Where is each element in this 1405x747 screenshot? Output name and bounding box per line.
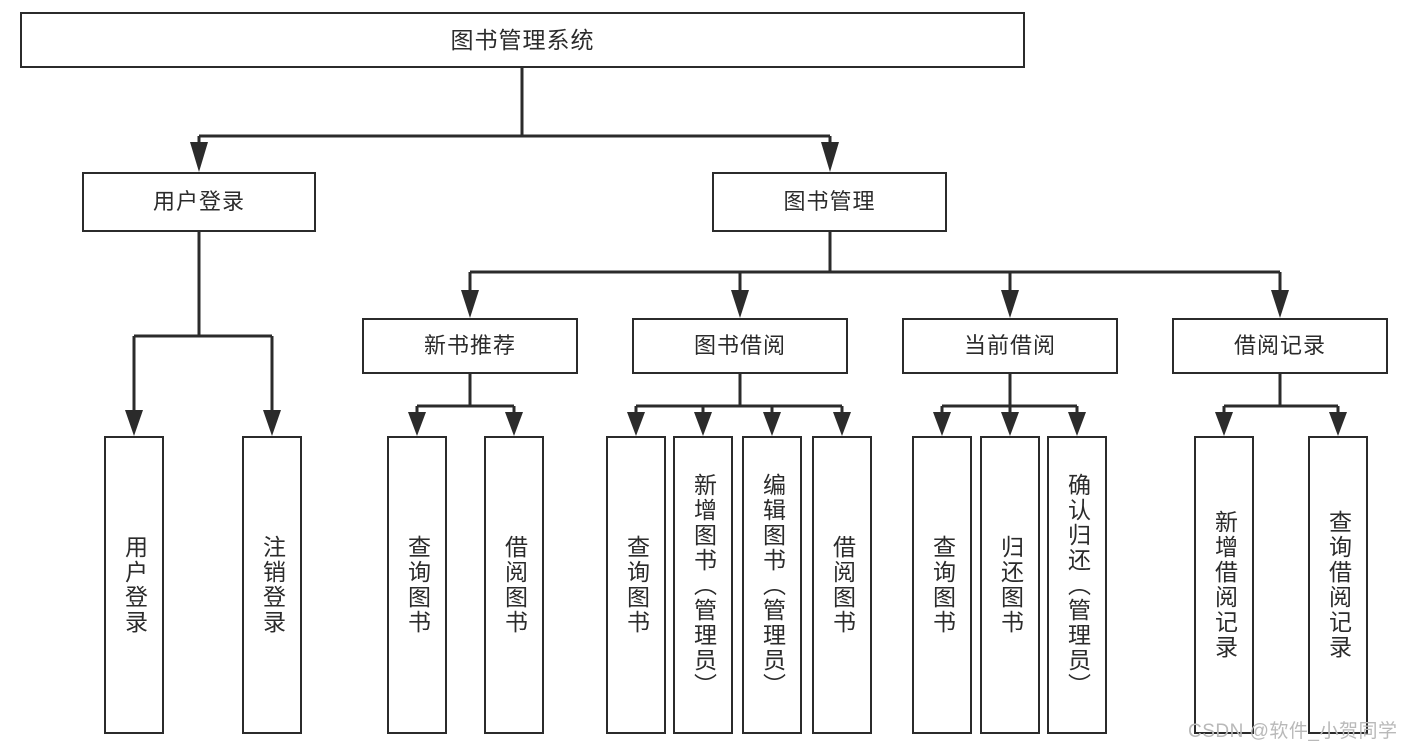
node-label: 归还图书 xyxy=(997,535,1024,635)
node-label: 新增图书（管理员） xyxy=(690,472,717,698)
node-label: 图书借阅 xyxy=(693,333,786,359)
node-label: 新书推荐 xyxy=(423,333,516,359)
node-user-login[interactable]: 用户登录 xyxy=(82,172,316,232)
leaf-borrow-books-borrow[interactable]: 借阅图书 xyxy=(812,436,872,734)
leaf-query-borrow-record[interactable]: 查询借阅记录 xyxy=(1308,436,1368,734)
node-label: 用户登录 xyxy=(121,535,148,635)
node-new-book-recommendation[interactable]: 新书推荐 xyxy=(362,318,578,374)
node-label: 借阅图书 xyxy=(501,535,528,635)
leaf-query-books-new[interactable]: 查询图书 xyxy=(387,436,447,734)
node-label: 查询借阅记录 xyxy=(1325,510,1352,660)
node-current-borrowing[interactable]: 当前借阅 xyxy=(902,318,1118,374)
node-label: 当前借阅 xyxy=(963,333,1056,359)
node-label: 图书管理系统 xyxy=(450,26,595,53)
leaf-return-books[interactable]: 归还图书 xyxy=(980,436,1040,734)
node-label: 确认归还（管理员） xyxy=(1064,472,1091,698)
node-label: 新增借阅记录 xyxy=(1211,510,1238,660)
leaf-add-borrow-record[interactable]: 新增借阅记录 xyxy=(1194,436,1254,734)
node-label: 用户登录 xyxy=(152,189,245,215)
node-label: 查询图书 xyxy=(929,535,956,635)
node-borrow-records[interactable]: 借阅记录 xyxy=(1172,318,1388,374)
node-book-borrowing[interactable]: 图书借阅 xyxy=(632,318,848,374)
leaf-add-book-admin[interactable]: 新增图书（管理员） xyxy=(673,436,733,734)
node-label: 查询图书 xyxy=(404,535,431,635)
leaf-confirm-return-admin[interactable]: 确认归还（管理员） xyxy=(1047,436,1107,734)
leaf-query-books-borrow[interactable]: 查询图书 xyxy=(606,436,666,734)
node-label: 借阅图书 xyxy=(829,535,856,635)
leaf-query-books-current[interactable]: 查询图书 xyxy=(912,436,972,734)
node-label: 借阅记录 xyxy=(1233,333,1326,359)
leaf-edit-book-admin[interactable]: 编辑图书（管理员） xyxy=(742,436,802,734)
node-label: 图书管理 xyxy=(783,189,876,215)
node-book-management[interactable]: 图书管理 xyxy=(712,172,947,232)
leaf-logout[interactable]: 注销登录 xyxy=(242,436,302,734)
node-label: 注销登录 xyxy=(259,535,286,635)
node-root-book-management-system[interactable]: 图书管理系统 xyxy=(20,12,1025,68)
node-label: 查询图书 xyxy=(623,535,650,635)
watermark: CSDN @软件_小贺同学 xyxy=(1188,721,1398,742)
leaf-user-login[interactable]: 用户登录 xyxy=(104,436,164,734)
node-label: 编辑图书（管理员） xyxy=(759,472,786,698)
leaf-borrow-books-new[interactable]: 借阅图书 xyxy=(484,436,544,734)
